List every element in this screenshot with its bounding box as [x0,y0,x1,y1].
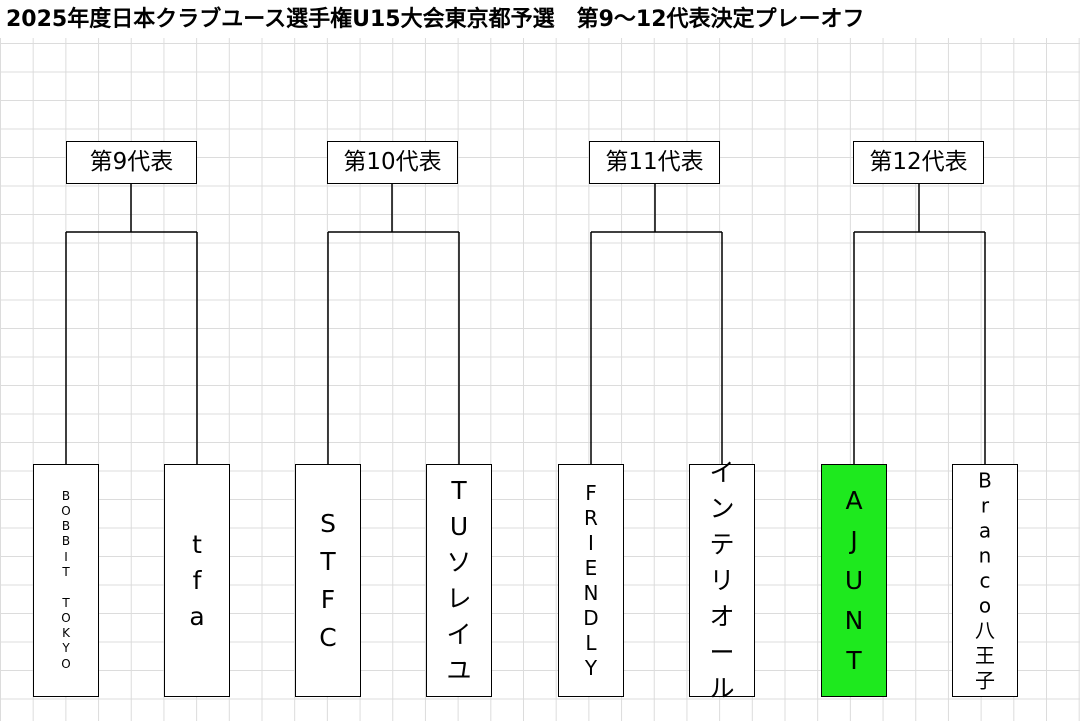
team-name: S T F C [319,508,337,652]
team-name: B O B B I T T O K Y O [61,488,71,671]
team-name: A J U N T [844,485,864,675]
team-box-tu-soleil: T U ソ レ イ ユ [426,464,492,697]
team-name: T U ソ レ イ ユ [446,475,472,685]
team-name: F R I E N D L Y [583,480,599,680]
champion-box-9: 第9代表 [66,141,197,184]
team-box-friendly: F R I E N D L Y [558,464,624,697]
team-box-bobbit-tokyo: B O B B I T T O K Y O [33,464,99,697]
team-name: B r a n c o 八 王 子 [975,468,995,692]
page-title: 2025年度日本クラブユース選手権U15大会東京都予選 第9〜12代表決定プレー… [6,7,865,32]
team-box-branco-hachioji: B r a n c o 八 王 子 [952,464,1018,697]
team-box-stfc: S T F C [295,464,361,697]
team-box-ajunt: A J U N T [821,464,887,697]
team-name: t f a [189,529,205,631]
team-name: イ ン テ リ オ ー ル [709,457,735,703]
team-box-interior: イ ン テ リ オ ー ル [689,458,755,703]
team-box-tfa: t f a [164,464,230,697]
champion-box-12: 第12代表 [853,141,984,184]
champion-box-10: 第10代表 [327,141,458,184]
champion-box-11: 第11代表 [589,141,720,184]
